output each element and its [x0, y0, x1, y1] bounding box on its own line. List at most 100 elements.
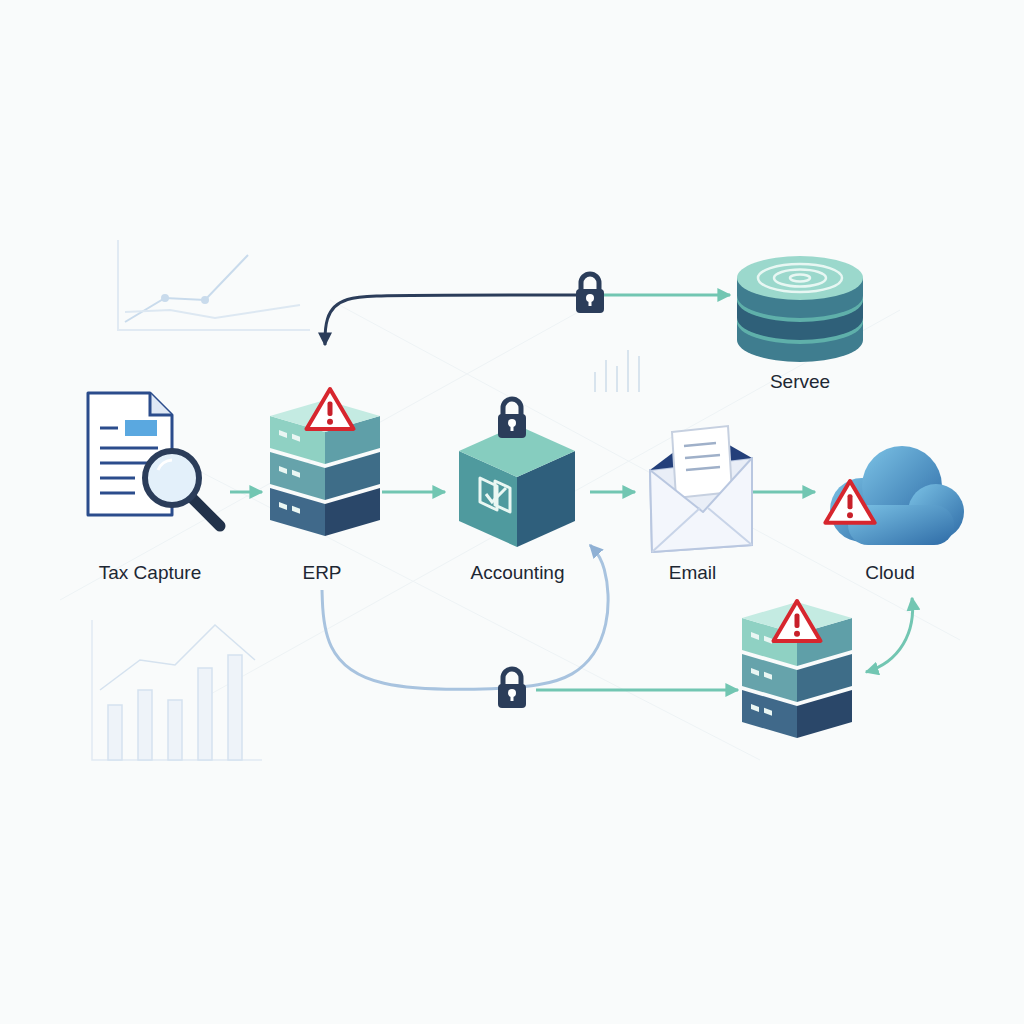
icon-node: Cloud [815, 420, 965, 590]
node-icon [650, 458, 752, 552]
lock-symbol [511, 424, 514, 431]
node-icon [650, 426, 752, 552]
node-icon [737, 256, 863, 300]
lock-symbol [498, 684, 526, 708]
icon-node: Servee [730, 245, 870, 396]
node-label: ERP [262, 561, 382, 585]
warning-symbol [306, 389, 353, 429]
server-symbol [797, 690, 852, 738]
warning-symbol [825, 481, 874, 523]
lock-symbol [581, 274, 599, 291]
lock-symbol [576, 289, 604, 313]
node-label-text: Accounting [470, 561, 564, 585]
node-icon [830, 446, 964, 545]
node-icon [190, 496, 220, 526]
icon-node: Email [635, 405, 750, 590]
flow-connector [382, 491, 445, 494]
icon-node: Accounting [445, 380, 590, 590]
faint-line-chart [118, 240, 310, 330]
lock-symbol [498, 414, 526, 438]
warning-symbol [773, 601, 820, 641]
warning-symbol [848, 494, 853, 509]
node-icon [652, 508, 752, 552]
faint-bar-chart [228, 655, 242, 760]
node-label: Accounting [445, 561, 590, 585]
faint-bar-chart [108, 705, 122, 760]
node-icon [480, 478, 510, 512]
lock-symbol [503, 669, 521, 686]
node-icon [125, 420, 157, 436]
warning-symbol [327, 419, 333, 425]
lock-symbol [503, 399, 521, 416]
node-icon [486, 488, 506, 502]
server-symbol [751, 668, 759, 676]
flow-connector [322, 545, 608, 689]
lock-symbol [589, 299, 592, 306]
lock-symbol [498, 399, 526, 438]
node-icon [672, 426, 732, 498]
warning-symbol [847, 512, 853, 518]
node-icon [270, 389, 380, 536]
server-symbol [742, 690, 797, 738]
faint-line-chart [162, 295, 168, 301]
node-label-text: ERP [302, 561, 341, 585]
faint-bar-chart [92, 620, 262, 760]
warning-symbol [825, 481, 874, 523]
node-label: Tax Capture [70, 561, 230, 585]
warning-symbol [794, 631, 800, 637]
node-icon [150, 393, 172, 415]
flow-connector [750, 491, 815, 494]
node-icon [825, 446, 964, 545]
flow-connector [325, 295, 730, 345]
faint-line-chart [118, 240, 310, 330]
server-symbol [764, 672, 772, 680]
server-symbol [764, 708, 772, 716]
lock-symbol [511, 694, 514, 701]
server-symbol [270, 488, 325, 536]
node-icon [774, 270, 826, 287]
node-icon [70, 385, 230, 590]
server-symbol [742, 602, 852, 738]
node-label: Servee [730, 370, 870, 394]
node-icon [445, 380, 590, 590]
faint-bar-chart [100, 625, 255, 690]
faint-line-chart [202, 297, 208, 303]
server-symbol [764, 636, 772, 644]
node-label-text: Tax Capture [99, 561, 201, 585]
node-icon [88, 393, 220, 526]
faint-small-bars [595, 350, 639, 392]
faint-bar-chart [92, 620, 262, 760]
node-label-text: Email [669, 561, 717, 585]
faint-grid [60, 300, 960, 760]
node-icon [758, 264, 842, 292]
warning-symbol [795, 614, 800, 628]
server-symbol [279, 502, 287, 510]
flow-line [536, 689, 738, 692]
faint-line-chart [125, 305, 300, 318]
server-symbol [751, 632, 759, 640]
server-symbol [292, 506, 300, 514]
flow-connector [230, 491, 262, 494]
faint-bar-chart [198, 668, 212, 760]
node-label: Email [635, 561, 750, 585]
node-label: Cloud [815, 561, 965, 585]
server-symbol [292, 434, 300, 442]
server-symbol [325, 488, 380, 536]
node-icon [158, 460, 172, 470]
flow-line [866, 598, 913, 672]
icon-node: Tax Capture [70, 385, 230, 590]
faint-bar-chart [138, 690, 152, 760]
server-symbol [292, 470, 300, 478]
connector-group [230, 295, 815, 689]
warning-symbol [328, 402, 333, 416]
warning-symbol [306, 389, 353, 429]
node-icon [145, 451, 199, 505]
server-symbol [279, 430, 287, 438]
node-label-text: Cloud [865, 561, 915, 585]
node-label-text: Servee [770, 370, 830, 394]
flow-connector [590, 491, 635, 494]
node-icon [459, 399, 575, 547]
faint-grid [60, 300, 960, 760]
node-icon [684, 443, 720, 470]
